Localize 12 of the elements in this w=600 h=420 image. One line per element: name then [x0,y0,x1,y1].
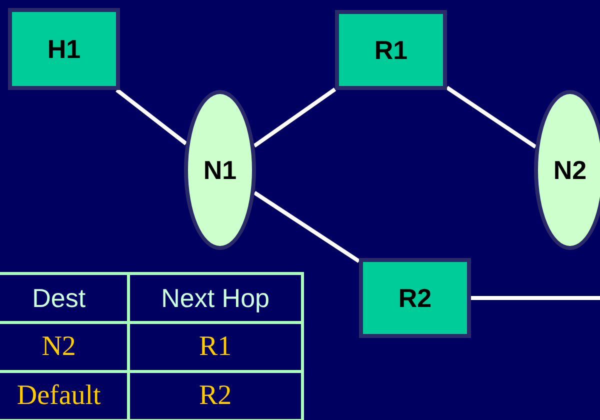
table-cell: N2 [0,322,128,372]
network-ellipse: N2 [534,90,600,250]
table-cell: R1 [128,322,302,372]
column-header: Next Hop [128,274,302,322]
table-cell: R2 [128,372,302,420]
router-box: R1 [335,10,447,90]
router-box: R2 [359,258,471,338]
connector-line [471,296,600,300]
table-cell: Default [0,372,128,420]
network-ellipse: N1 [184,90,256,250]
column-header: Dest [0,274,128,322]
router-box: H1 [8,8,120,90]
